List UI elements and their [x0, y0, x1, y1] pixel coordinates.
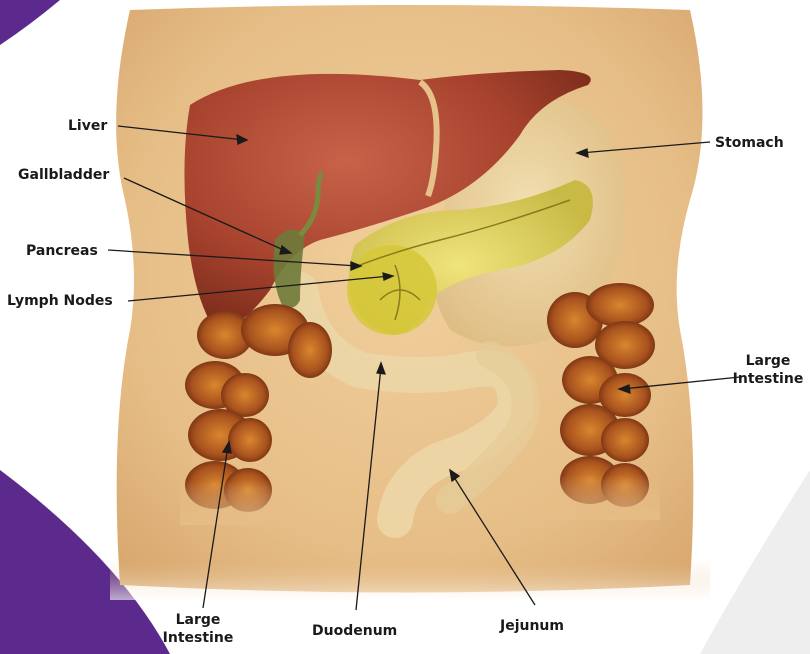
label-large-intestine-left-line1: Large [150, 611, 246, 629]
lymph-node-cluster [347, 245, 437, 335]
grey-accent [700, 470, 810, 654]
label-jejunum: Jejunum [500, 617, 564, 635]
label-lymph-nodes: Lymph Nodes [7, 292, 113, 310]
label-large-intestine-right-line2: Intestine [728, 370, 808, 388]
label-duodenum: Duodenum [312, 622, 397, 640]
label-large-intestine-left-line2: Intestine [150, 629, 246, 647]
label-pancreas: Pancreas [26, 242, 98, 260]
purple-accent-top [0, 0, 60, 45]
label-large-intestine-right: Large Intestine [728, 352, 808, 388]
label-liver: Liver [68, 117, 107, 135]
label-gallbladder: Gallbladder [18, 166, 109, 184]
label-stomach: Stomach [715, 134, 784, 152]
label-large-intestine-right-line1: Large [728, 352, 808, 370]
label-large-intestine-left: Large Intestine [150, 611, 246, 647]
